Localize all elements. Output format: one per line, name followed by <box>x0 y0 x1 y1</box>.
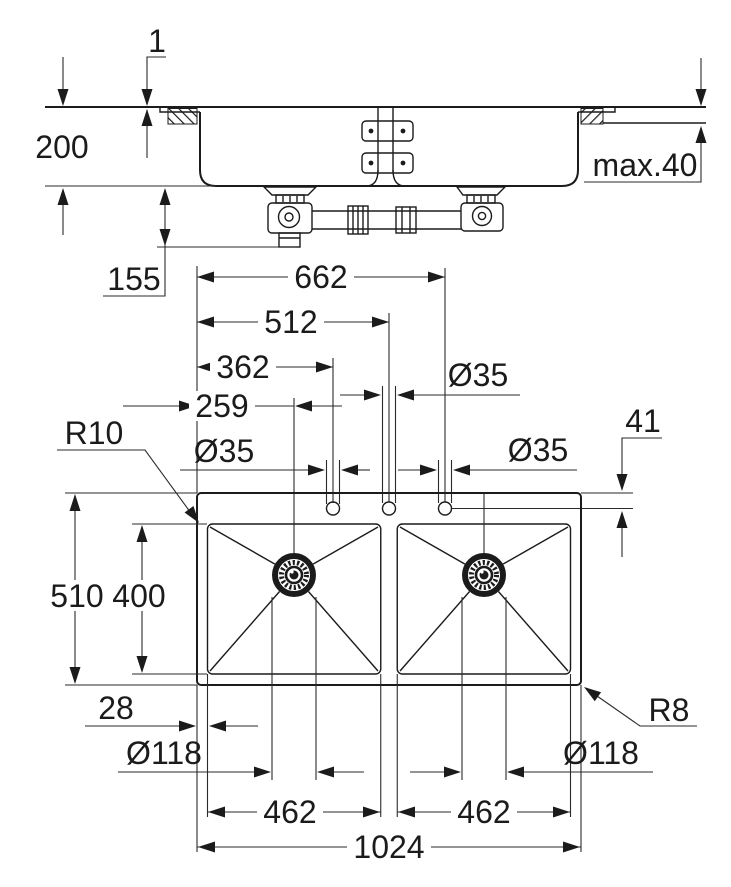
drain1-outlet-pipe <box>278 232 301 248</box>
clamp-screw-icon <box>400 128 406 134</box>
drain1-valve-center <box>284 212 294 222</box>
dim-rim-width: 28 <box>98 690 134 726</box>
waste-assembly <box>262 186 507 248</box>
sink-outline <box>196 492 582 686</box>
clamp-plate-lower <box>361 152 414 174</box>
plan-view <box>196 492 582 686</box>
dim-hole1-diameter: Ø35 <box>194 433 254 469</box>
dim-counter-thickness-lines <box>584 58 707 183</box>
drain2-flange <box>455 186 507 196</box>
dim-inner-corner-radius: R10 <box>65 415 124 451</box>
drain2-valve-icon <box>471 205 493 227</box>
drain2-trap-body <box>460 202 504 232</box>
dim-hole2-diameter: Ø35 <box>448 357 508 393</box>
bowl1-outline <box>206 523 382 675</box>
dim-bowl-depth-lines <box>57 57 69 235</box>
dim-hole2-from-left: 512 <box>264 304 317 340</box>
dim-outer-corner-radius: R8 <box>649 692 690 728</box>
sink-flange-left <box>159 108 200 113</box>
leader-outer-radius <box>580 682 697 727</box>
dim-drain-center-from-left: 259 <box>195 388 248 424</box>
dim-trap-offset-lines <box>103 188 171 297</box>
dim-hole3-from-left: 662 <box>294 259 347 295</box>
dim-overall-width: 1024 <box>353 829 424 865</box>
clamp-screw-icon <box>400 160 406 166</box>
clamp-screw-icon <box>368 160 374 166</box>
drain1-valve-icon <box>277 205 301 229</box>
faucet-hole-3 <box>437 501 453 516</box>
clamp-screw-icon <box>368 128 374 134</box>
plan-dimension-lines <box>57 449 697 853</box>
dim-hole3-diameter: Ø35 <box>508 432 568 468</box>
dim-bowl-front-back: 400 <box>112 578 165 614</box>
drain1-trap-body <box>267 202 313 234</box>
dim-bowl2-width: 462 <box>457 794 510 830</box>
dim-outer-depth: 510 <box>50 578 103 614</box>
dim-hole1-from-left: 362 <box>216 349 269 385</box>
drain1-plan-icon <box>272 553 316 597</box>
clamp-plate-upper <box>361 120 414 142</box>
dim-drain2-diameter: Ø118 <box>563 735 639 771</box>
center-divider-clamp <box>361 107 414 187</box>
dim-hole-setback: 41 <box>625 403 661 439</box>
drain1-flange <box>262 186 318 196</box>
dim-rim-reveal-lines <box>141 56 166 158</box>
faucet-hole-2 <box>381 501 397 516</box>
dim-drain1-diameter: Ø118 <box>126 735 202 771</box>
dim-hole-setback-lines <box>452 437 662 557</box>
leader-inner-radius <box>57 449 204 527</box>
dim-bowl1-width: 462 <box>263 794 316 830</box>
counter-hatch-left <box>167 108 198 125</box>
dim-counter-thickness: max.40 <box>593 147 698 183</box>
dim-trap-offset: 155 <box>107 261 160 297</box>
bowl-wall-right <box>561 112 579 187</box>
counter-hatch-right <box>580 108 604 125</box>
pipe-coupling-2 <box>395 206 417 234</box>
dimension-labels: 1 200 max.40 155 662 512 362 259 Ø35 Ø35… <box>35 23 697 865</box>
faucet-hole-1 <box>325 501 341 516</box>
dim-rim-reveal: 1 <box>148 23 166 59</box>
drain2-valve-center <box>477 211 487 221</box>
drain2-plan-icon <box>462 553 506 597</box>
dim-bowl-depth: 200 <box>35 129 88 165</box>
sink-flange-right <box>578 108 616 113</box>
bowl-wall-left <box>199 112 217 187</box>
elevation-view <box>45 56 707 297</box>
